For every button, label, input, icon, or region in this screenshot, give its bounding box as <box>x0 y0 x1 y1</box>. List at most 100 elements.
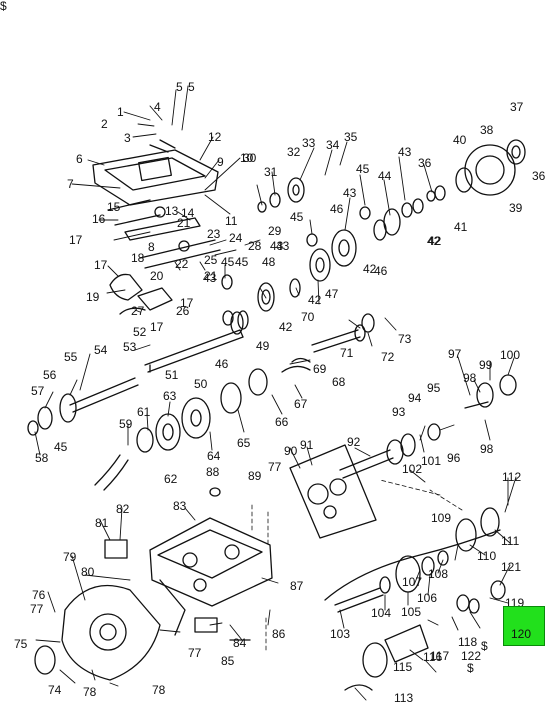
callout-label: 78 <box>152 683 166 697</box>
callout-label: 30 <box>243 151 257 165</box>
rear-housing <box>289 444 377 539</box>
callout-label: 56 <box>43 368 57 382</box>
callout-label: 38 <box>480 123 494 137</box>
callout-label: 71 <box>340 346 354 360</box>
callout-label: 50 <box>194 377 208 391</box>
callout-label: 14 <box>181 206 195 220</box>
callout-label: 83 <box>173 499 187 513</box>
callout-label: 95 <box>427 381 441 395</box>
shift-forks <box>109 273 173 315</box>
callout-label: 118 <box>458 635 478 649</box>
callout-label: 79 <box>63 550 77 564</box>
callout-label: 43 <box>203 271 217 285</box>
callout-label: 47 <box>325 287 339 301</box>
highlighted-callout-label: 120 <box>511 627 532 641</box>
callout-label: 11 <box>225 214 238 228</box>
callout-label: 5 <box>176 80 183 94</box>
callout-label: 86 <box>272 627 286 641</box>
callout-label: 87 <box>290 579 304 593</box>
callout-label: 45 <box>54 440 68 454</box>
callout-label: 42 <box>308 293 322 307</box>
callout-label: 46 <box>330 202 344 216</box>
callout-label: 73 <box>398 332 412 346</box>
callout-label: 68 <box>332 375 346 389</box>
callout-label: 58 <box>35 451 49 465</box>
callout-label: $ <box>467 661 474 675</box>
callout-label: 76 <box>32 588 46 602</box>
callout-label: 122 <box>461 649 482 663</box>
callout-label: 96 <box>447 451 461 465</box>
callout-label: 42 <box>428 234 442 248</box>
callout-label: $ <box>0 0 7 13</box>
callout-label: 90 <box>284 444 298 458</box>
callout-label: 77 <box>188 646 202 660</box>
callout-label: 42 <box>279 320 293 334</box>
callout-label: 101 <box>421 454 442 468</box>
callout-label: 111 <box>501 534 520 548</box>
callout-label: 117 <box>430 649 450 663</box>
callout-label: 28 <box>248 239 262 253</box>
callout-label: 6 <box>76 152 83 166</box>
callout-label: 4 <box>154 100 161 114</box>
bearing-retainer <box>464 139 526 196</box>
callout-label: 23 <box>207 227 221 241</box>
highlight-box[interactable] <box>503 606 545 646</box>
callout-label: 43 <box>276 239 290 253</box>
callout-label: 116 <box>423 650 443 664</box>
callout-label: 45 <box>235 255 249 269</box>
callout-label: 33 <box>302 136 316 150</box>
small-parts <box>34 487 480 675</box>
callout-label: 98 <box>463 371 477 385</box>
callout-label: 62 <box>164 472 178 486</box>
callout-label: 77 <box>268 460 282 474</box>
callout-label: 21 <box>204 269 218 283</box>
callout-label: 59 <box>119 417 133 431</box>
callout-label: $ <box>481 639 488 653</box>
callout-label: 110 <box>477 549 497 563</box>
callout-label: 45 <box>356 162 370 176</box>
callout-label: 48 <box>262 255 276 269</box>
callout-label: 74 <box>48 683 62 697</box>
callout-label: 57 <box>31 384 45 398</box>
callout-label: 32 <box>287 145 301 159</box>
top-cover-plate <box>92 139 219 206</box>
callout-label: 88 <box>206 465 220 479</box>
callout-label: 63 <box>163 389 177 403</box>
callout-label: 17 <box>180 296 194 310</box>
callout-label: 19 <box>86 290 100 304</box>
callout-label: 89 <box>248 469 262 483</box>
callout-label: 39 <box>509 201 523 215</box>
callout-label: 46 <box>215 357 229 371</box>
callout-label: 92 <box>347 435 361 449</box>
callout-label: 65 <box>237 436 251 450</box>
callout-label: 43 <box>343 186 357 200</box>
callout-label: 5 <box>188 80 195 94</box>
callout-label: 1 <box>117 105 124 119</box>
callout-label: 98 <box>480 442 494 456</box>
callout-label: 43 <box>398 145 412 159</box>
callout-label: 70 <box>301 310 315 324</box>
callout-label: 55 <box>64 350 78 364</box>
callout-label: 45 <box>221 255 235 269</box>
callout-label: 35 <box>344 130 358 144</box>
callout-label: 49 <box>256 339 270 353</box>
callout-label: 64 <box>207 449 221 463</box>
callout-label: 67 <box>294 397 308 411</box>
callout-label: 31 <box>264 165 278 179</box>
callout-label: 20 <box>150 269 164 283</box>
callout-label: 3 <box>124 131 131 145</box>
callout-label: 99 <box>479 358 493 372</box>
callout-label: 84 <box>233 636 247 650</box>
callout-label: 77 <box>30 602 44 616</box>
callout-label: 22 <box>175 257 189 271</box>
callout-label: 18 <box>131 251 145 265</box>
callout-label: 27 <box>131 304 145 318</box>
callout-label: 53 <box>123 340 137 354</box>
callout-label: 21 <box>177 216 191 230</box>
callout-label: 82 <box>116 502 130 516</box>
callout-label: 109 <box>431 511 452 525</box>
shift-rods <box>107 199 221 269</box>
callout-label: 15 <box>107 200 121 214</box>
callout-label: 44 <box>378 169 392 183</box>
